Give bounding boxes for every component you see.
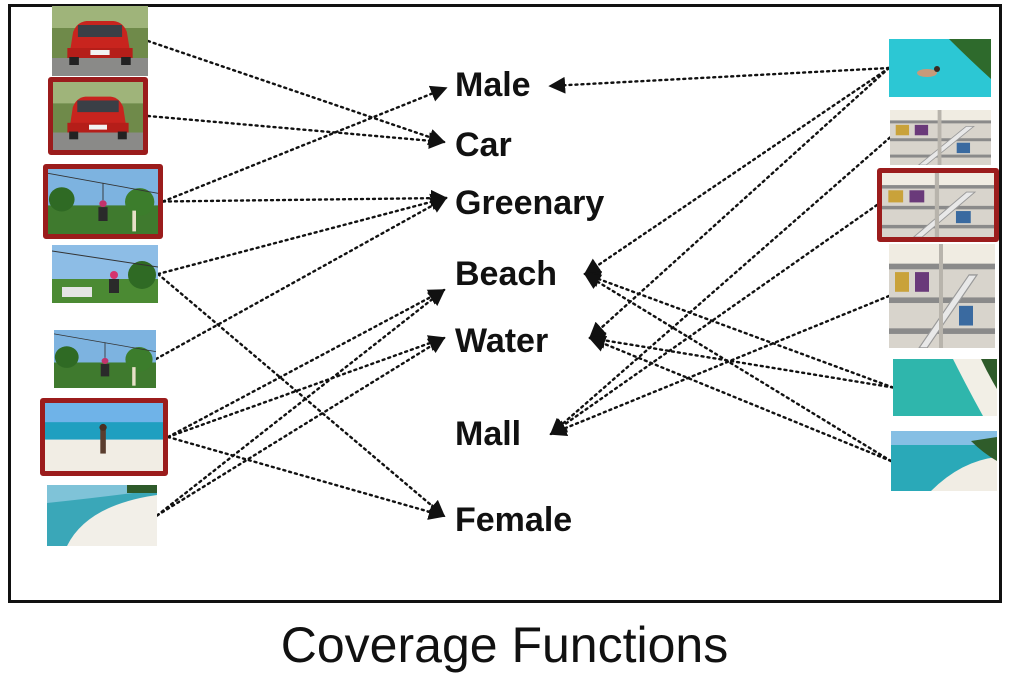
left-image-6 <box>40 398 168 476</box>
left-image-2 <box>48 77 148 155</box>
concept-car: Car <box>455 126 512 164</box>
link-L4-female <box>156 272 446 518</box>
concept-male: Male <box>455 66 531 104</box>
link-R3-mall <box>549 203 879 436</box>
link-L6-water <box>166 335 446 439</box>
right-image-3 <box>877 168 999 242</box>
right-image-5 <box>893 359 997 416</box>
link-R5-water <box>588 332 895 389</box>
right-image-2 <box>890 110 991 165</box>
concept-water: Water <box>455 322 549 360</box>
link-L6-beach <box>166 288 446 439</box>
link-R1-water <box>588 66 891 340</box>
right-image-4 <box>889 244 995 348</box>
link-L2-car <box>146 114 446 150</box>
diagram-frame <box>8 4 1002 603</box>
link-L5-greenary <box>154 196 448 361</box>
left-image-1 <box>52 6 148 76</box>
caption: Coverage Functions <box>280 617 729 673</box>
link-R6-beach <box>583 272 893 463</box>
link-L7-water <box>155 336 446 517</box>
link-R5-beach <box>583 271 895 389</box>
link-L7-beach <box>155 288 446 517</box>
link-R2-mall <box>549 136 892 436</box>
link-R1-beach <box>583 66 891 276</box>
link-R1-male <box>548 66 891 94</box>
left-image-7 <box>47 485 157 546</box>
right-image-6 <box>891 431 997 491</box>
left-image-5 <box>54 330 156 388</box>
link-R4-mall <box>549 294 891 437</box>
link-L3-male <box>161 85 448 203</box>
link-L4-greenary <box>156 193 448 276</box>
left-image-3 <box>43 164 163 239</box>
concept-mall: Mall <box>455 415 522 453</box>
concept-greenary: Greenary <box>455 184 605 222</box>
link-L1-car <box>146 39 446 146</box>
concept-beach: Beach <box>455 255 558 293</box>
link-R6-water <box>588 335 893 463</box>
link-L3-greenary <box>161 189 448 207</box>
left-image-4 <box>52 245 158 303</box>
right-image-1 <box>889 39 991 97</box>
concept-female: Female <box>455 501 573 539</box>
link-L6-female <box>166 435 446 520</box>
